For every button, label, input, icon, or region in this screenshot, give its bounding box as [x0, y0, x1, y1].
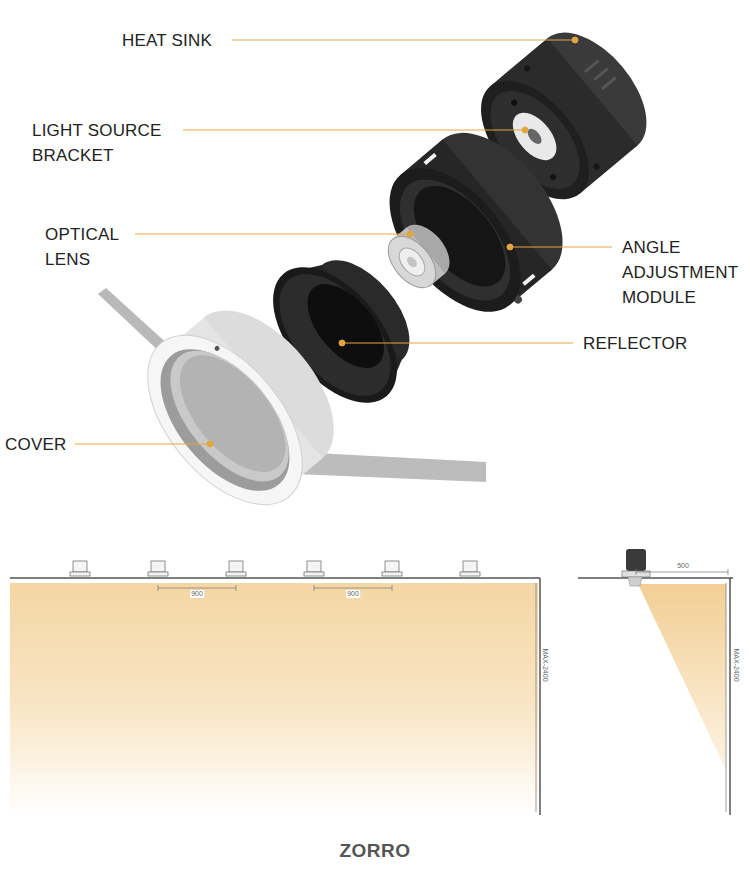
- dimension: 900: [346, 590, 360, 598]
- part-name: ANGLE ADJUSTMENT MODULE: [622, 235, 746, 310]
- cover: [118, 279, 366, 532]
- leader-lines: [75, 37, 612, 447]
- wall-wash-elevation: [10, 561, 540, 815]
- part-name: OPTICAL LENS: [45, 222, 135, 272]
- angle-adjustment-module: [364, 109, 591, 339]
- part-name: HEAT SINK: [122, 28, 212, 53]
- dimension: MAX-2400: [732, 648, 740, 681]
- optical-lens: [379, 216, 459, 297]
- part-name: LIGHT SOURCE BRACKET: [32, 118, 172, 168]
- part-name: COVER: [5, 432, 66, 457]
- dimension: 900: [190, 590, 204, 598]
- caption: ZORRO: [339, 840, 410, 862]
- part-name: REFLECTOR: [583, 331, 687, 356]
- wall-wash-section: [578, 549, 733, 815]
- spring-clip: [296, 452, 486, 482]
- dimension: MAX-2400: [541, 648, 549, 681]
- dimension: 500: [676, 562, 690, 570]
